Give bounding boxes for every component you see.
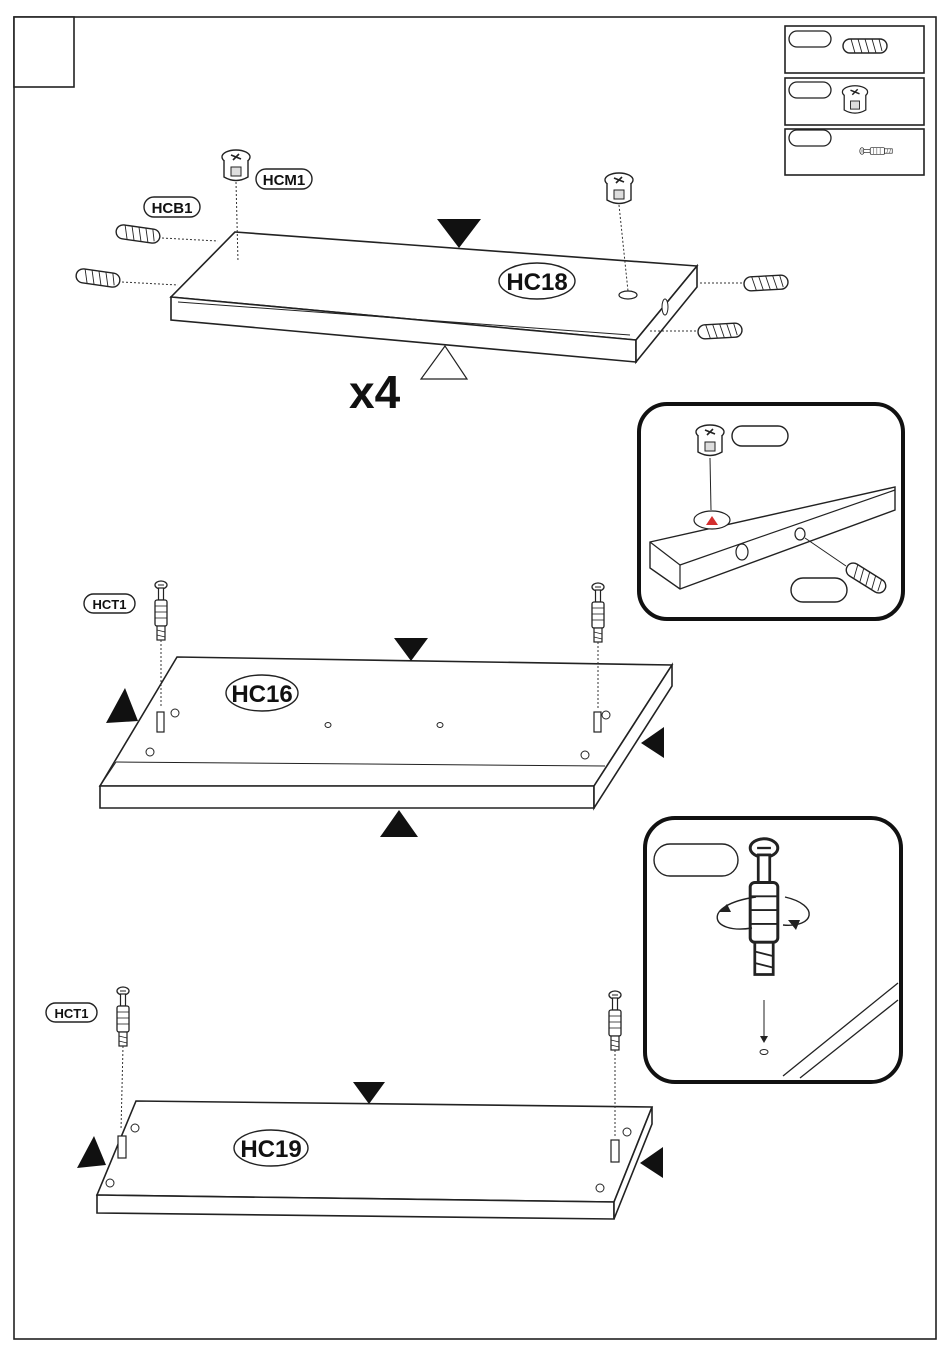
cam-screw-icon: [609, 991, 621, 1050]
legend-item-cam: [785, 78, 924, 125]
panel-label-hc18: HC18: [506, 269, 567, 296]
hardware-legend: [785, 26, 924, 175]
cam-screw-icon: [117, 987, 129, 1046]
screw-code-label: HCT1: [55, 1006, 89, 1021]
dowel-icon: [843, 39, 887, 53]
section-hc19: HC19 HCT1: [46, 987, 663, 1219]
section-hc16: HC16 HCT1: [84, 581, 672, 837]
cam-screw-icon: [592, 583, 604, 642]
orientation-arrow: [394, 638, 428, 661]
panel-label-hc16: HC16: [231, 681, 292, 708]
screw-code-label: HCT1: [93, 597, 127, 612]
orientation-arrow: [641, 727, 664, 758]
dowel-icon: [115, 224, 161, 244]
cam-lock-icon: [696, 425, 724, 456]
cam-screw-icon: [155, 581, 167, 640]
dowel-icon: [698, 323, 743, 339]
detail-cam-screw: [645, 818, 901, 1082]
orientation-arrow-black: [437, 219, 481, 248]
step-number-box: [14, 17, 74, 87]
dowel-icon: [75, 268, 121, 288]
orientation-arrow: [106, 688, 138, 723]
cam-lock-icon: [222, 150, 250, 181]
board-hc18: [171, 232, 697, 362]
orientation-arrow: [640, 1147, 663, 1178]
orientation-arrow: [353, 1082, 385, 1104]
cam-lock-icon: [842, 86, 867, 113]
orientation-arrow-white: [421, 346, 467, 379]
board-hc16: [100, 657, 672, 808]
orientation-arrow: [77, 1136, 106, 1168]
section-hc18: HC18 HCB1 HCM1 x4: [75, 150, 788, 418]
quantity-label: x4: [349, 366, 401, 418]
dowel-icon: [744, 275, 789, 291]
cam-code-label: HCM1: [263, 172, 306, 189]
legend-item-screw: [785, 129, 924, 175]
cam-lock-icon: [605, 173, 633, 204]
panel-label-hc19: HC19: [240, 1136, 301, 1163]
detail-cam-lock: [639, 404, 903, 619]
dowel-code-label: HCB1: [152, 200, 193, 217]
board-hc19: [97, 1101, 652, 1219]
legend-item-dowel: [785, 26, 924, 73]
orientation-arrow: [380, 810, 418, 837]
